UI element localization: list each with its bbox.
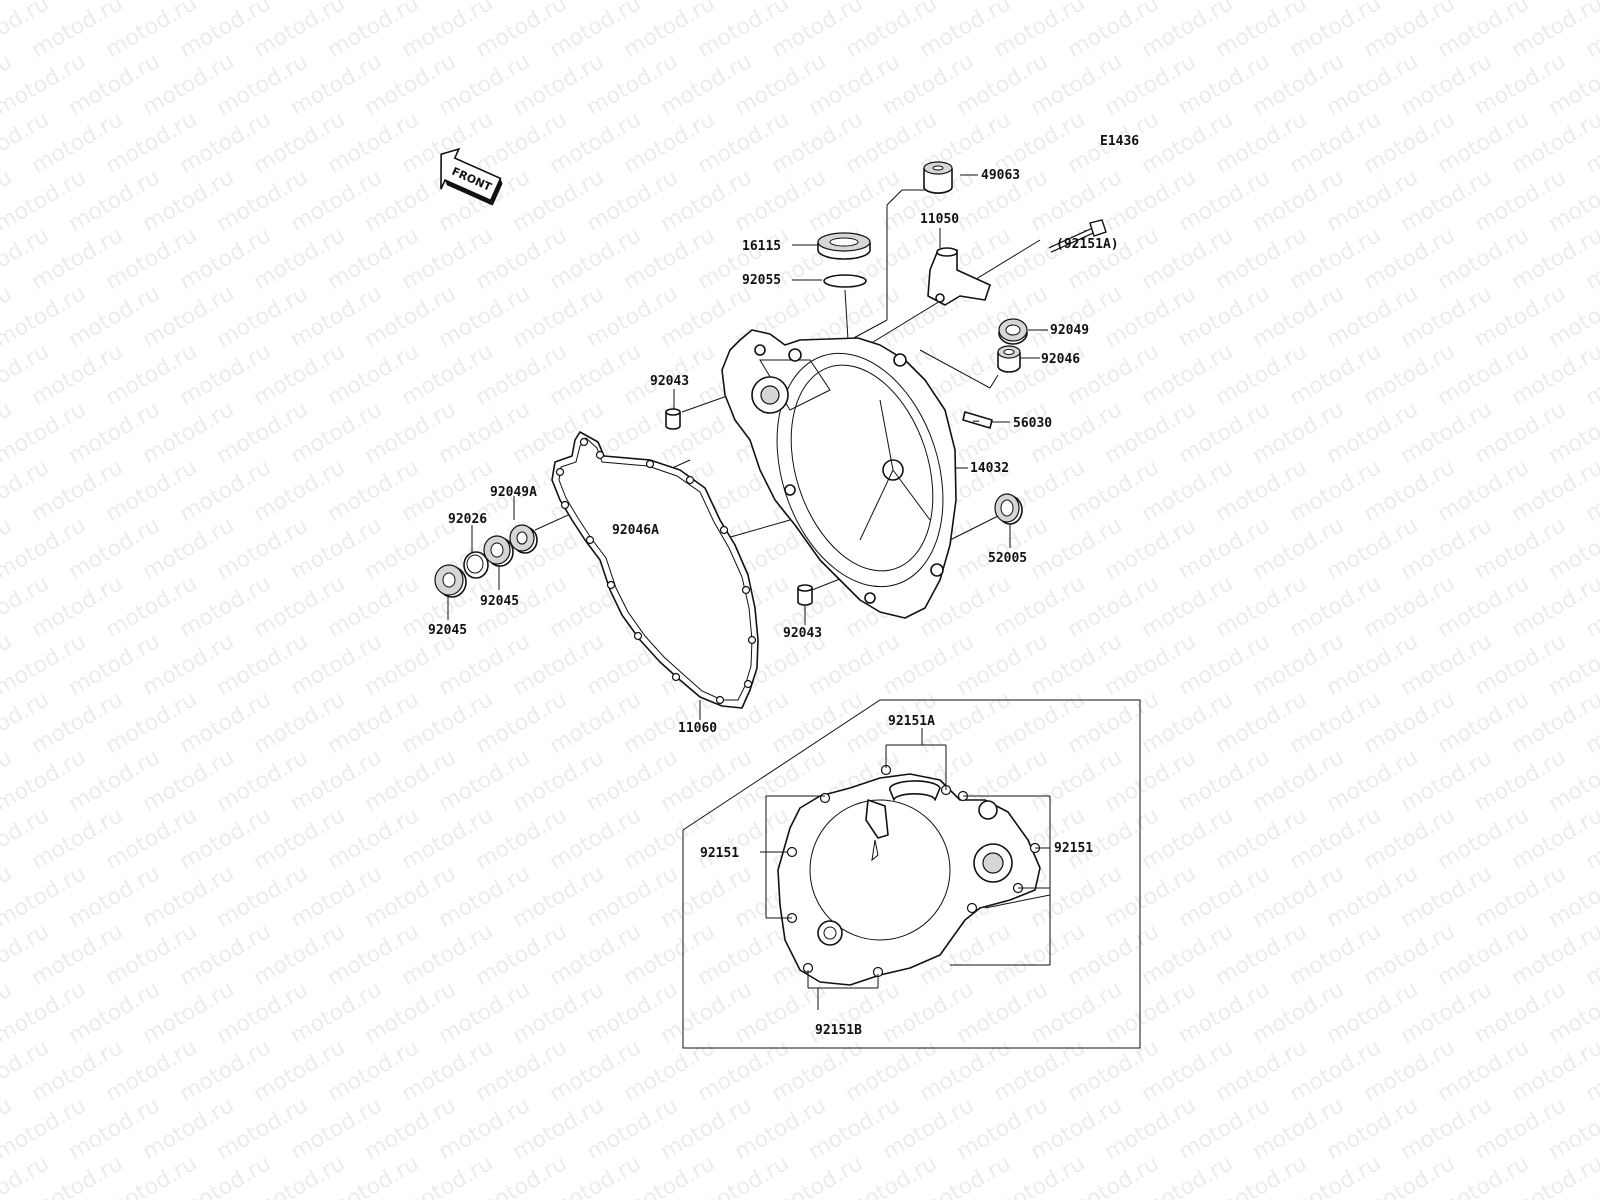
label-49063: 49063	[981, 168, 1020, 183]
seal-92049	[998, 318, 1028, 345]
bolt-hole-icon	[743, 679, 753, 689]
bolt-hole-icon	[555, 467, 565, 477]
bolt-hole-icon	[819, 792, 831, 804]
plate-56030: ▪▪▪	[962, 411, 993, 429]
dowel-92043-top	[665, 408, 681, 430]
bolt-hole-icon	[645, 459, 655, 469]
bolt-hole-icon	[966, 902, 978, 914]
part-labels: 49063 11050 16115 (92151A) 92055 92049 9…	[428, 168, 1119, 1038]
bolt-hole-icon	[786, 846, 798, 858]
cap-16115	[817, 232, 871, 260]
bolt-hole-icon	[715, 695, 725, 705]
label-92046A: 92046A	[612, 523, 659, 538]
label-11060: 11060	[678, 721, 717, 736]
label-inset-92151-left: 92151	[700, 846, 739, 861]
diagram-code: E1436	[1100, 134, 1139, 149]
label-92026: 92026	[448, 512, 487, 527]
bolt-hole-icon	[719, 525, 729, 535]
oring-92055	[823, 274, 867, 288]
bolt-hole-icon	[560, 500, 570, 510]
bracket-11050	[927, 247, 991, 306]
label-11050: 11050	[920, 212, 959, 227]
seal-92049A	[509, 524, 538, 554]
bolt-hole-icon	[606, 580, 616, 590]
label-16115: 16115	[742, 239, 781, 254]
label-92049: 92049	[1050, 323, 1089, 338]
label-14032: 14032	[970, 461, 1009, 476]
bolt-hole-icon	[685, 475, 695, 485]
label-inset-92151A: 92151A	[888, 714, 935, 729]
bolt-92151A	[1048, 219, 1107, 253]
bolt-hole-icon	[585, 535, 595, 545]
label-92049A: 92049A	[490, 485, 537, 500]
label-92151A-top: (92151A)	[1056, 237, 1119, 252]
label-92045-a: 92045	[480, 594, 519, 609]
label-inset-92151-right: 92151	[1054, 841, 1093, 856]
label-92055: 92055	[742, 273, 781, 288]
label-52005: 52005	[988, 551, 1027, 566]
bearing-92046	[997, 345, 1021, 373]
bolt-hole-icon	[633, 631, 643, 641]
seal-52005	[994, 493, 1023, 525]
gasket-11060	[551, 431, 759, 709]
bearing-92045-lower	[434, 564, 467, 598]
bolt-hole-icon	[671, 672, 681, 682]
label-56030: 56030	[1013, 416, 1052, 431]
bearing-92045-upper	[483, 535, 514, 567]
grommet-49063	[923, 161, 953, 194]
bolt-detail-inset	[682, 699, 1141, 1049]
bolt-hole-icon	[741, 585, 751, 595]
label-92045-b: 92045	[428, 623, 467, 638]
svg-text:▪▪▪: ▪▪▪	[973, 419, 979, 425]
label-92046: 92046	[1041, 352, 1080, 367]
label-92043-bottom: 92043	[783, 626, 822, 641]
bolt-hole-icon	[595, 450, 605, 460]
ring-92026	[463, 551, 489, 579]
dowel-92043-bottom	[797, 584, 813, 606]
clutch-cover-14032	[721, 329, 957, 619]
label-inset-92151B: 92151B	[815, 1023, 862, 1038]
bolt-hole-icon	[579, 437, 589, 447]
bolt-hole-icon	[747, 635, 757, 645]
label-92043-top: 92043	[650, 374, 689, 389]
